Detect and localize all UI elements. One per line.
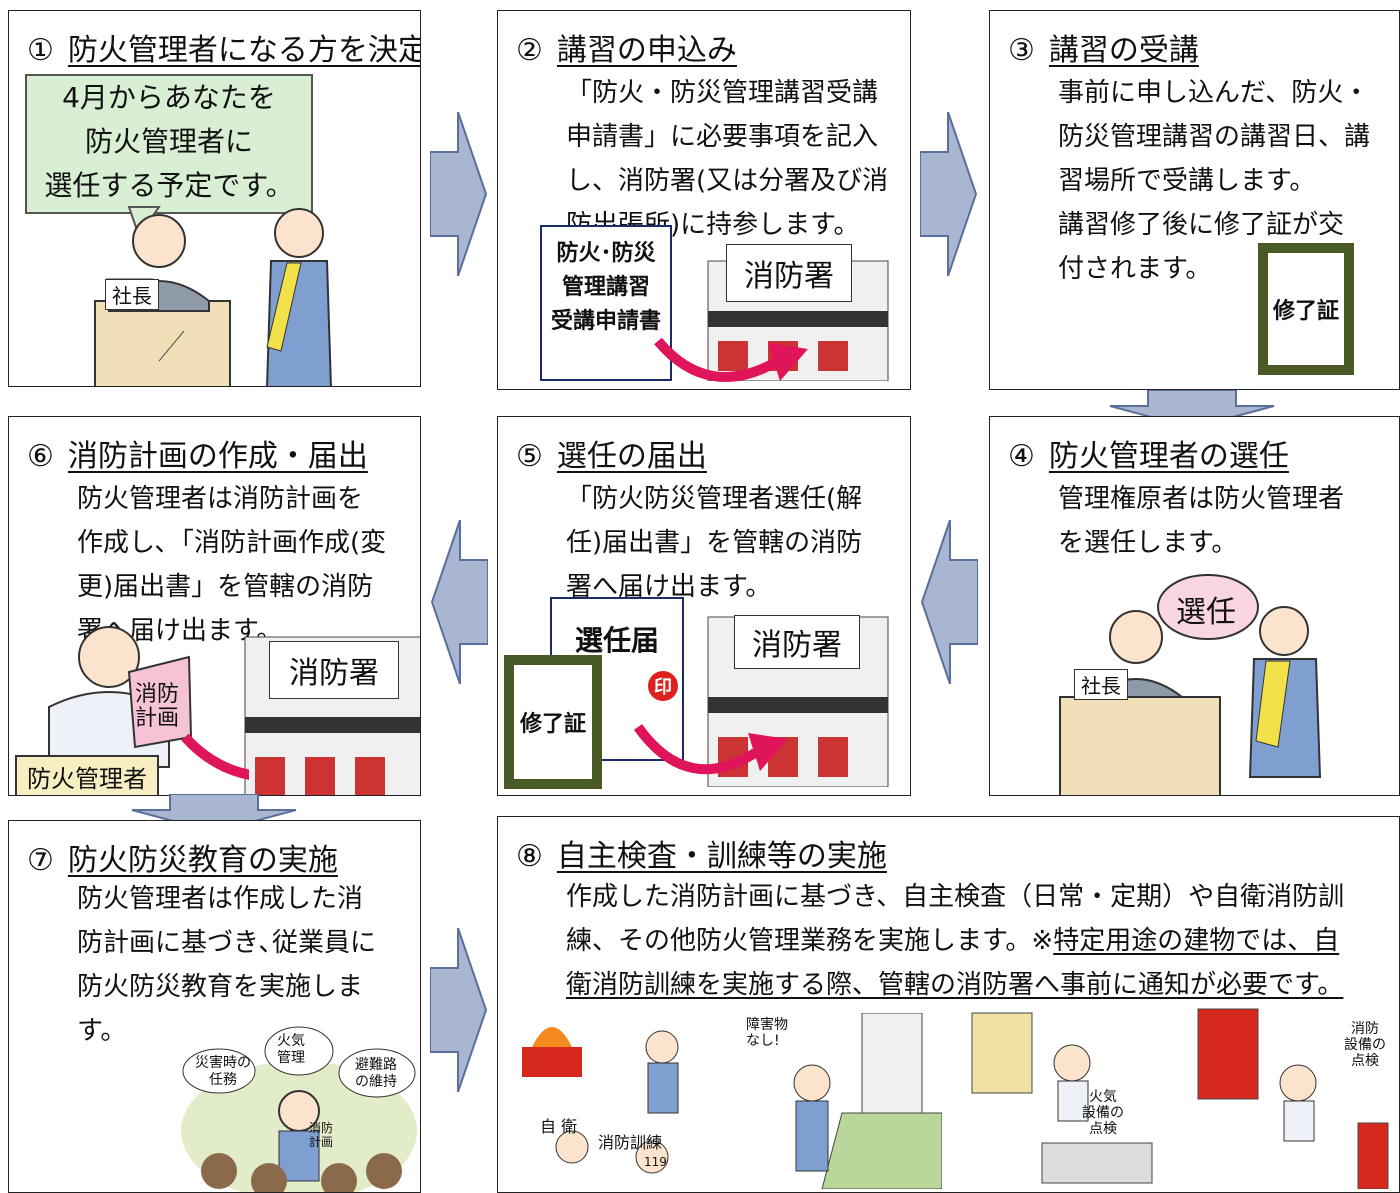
scene-facility-inspection — [1197, 1008, 1389, 1189]
manager-with-plan-illustration — [48, 626, 249, 780]
bubble-fire-management: 火気 管理 — [277, 1033, 305, 1066]
education-session-illustration — [181, 1026, 417, 1192]
scene-equipment-label: 火気 設備の 点検 — [1082, 1089, 1124, 1137]
submit-arrow — [654, 337, 808, 382]
flow-arrow-right-7 — [430, 928, 488, 1092]
step-8-body-line-2: 練、その他防火管理業務を実施します。※特定用途の建物では、自 — [566, 926, 1340, 956]
fire-station-label: 消防署 — [269, 641, 399, 699]
fire-station-label: 消防署 — [726, 244, 852, 302]
completion-certificate: 修了証 — [504, 655, 602, 789]
scene-facility-label: 消防 設備の 点検 — [1344, 1021, 1386, 1069]
manager-at-desk-illustration — [94, 206, 332, 386]
step-7-body: 防火管理者は作成した消 防計画に基づき､従業員に 防火防災教育を実施しま す。 — [77, 884, 377, 1046]
scene-equipment-inspection — [971, 1012, 1153, 1184]
speech-bubble: 4月からあなたを 防火管理者に 選任する予定です。 — [25, 74, 313, 214]
bubble-evacuation-route: 避難路 の維持 — [355, 1057, 397, 1090]
flow-arrow-right-1 — [430, 112, 488, 276]
appointment-illustration — [1059, 574, 1322, 795]
fire-station-label: 消防署 — [734, 615, 860, 669]
scene-obstacle-check — [793, 1013, 942, 1189]
seal-stamp: 印 — [648, 671, 678, 701]
flow-arrow-right-2 — [920, 112, 978, 276]
step-8-body: 作成した消防計画に基づき、自主検査（日常・定期）や自衛消防訓 練、その他防火管理… — [566, 875, 1344, 1007]
fire-manager-badge: 防火管理者 — [15, 755, 159, 795]
step-2-body: 「防火・防災管理講習受講 申請書」に必要事項を記入 し、消防署(又は分署及び消 … — [566, 78, 889, 240]
plan-document-label: 消防 計画 — [135, 682, 180, 731]
step-4-body: 管理権原者は防火管理者 を選任します。 — [1058, 484, 1345, 558]
president-sign: 社長 — [1074, 669, 1128, 700]
step-8-body-line-3: 衛消防訓練を実施する際、管轄の消防署へ事前に通知が必要です。 — [566, 970, 1344, 1000]
president-sign: 社長 — [105, 279, 159, 310]
flow-arrow-left-4 — [920, 520, 978, 684]
application-form: 防火･防災 管理講習 受講申請書 — [540, 225, 672, 381]
speech-appointment: 選任 — [1176, 595, 1236, 630]
bubble-disaster-duties: 災害時の 任務 — [195, 1055, 251, 1088]
completion-certificate: 修了証 — [1258, 243, 1354, 375]
step-3-body: 事前に申し込んだ、防火・ 防災管理講習の講習日、講 習場所で受講します。 講習修… — [1058, 78, 1371, 284]
scene-fire-drill-label-b: 消防訓練 — [598, 1133, 663, 1152]
step-8-body-line-1: 作成した消防計画に基づき、自主検査（日常・定期）や自衛消防訓 — [566, 882, 1345, 912]
scene-obstacle-label: 障害物 なし! — [746, 1017, 788, 1049]
flow-arrow-left-5 — [430, 520, 488, 684]
scene-fire-drill — [522, 1027, 679, 1174]
plan-document-label: 消防 計画 — [309, 1121, 334, 1149]
scene-fire-drill-label-a: 自 衛 — [540, 1117, 578, 1136]
submit-arrow — [633, 724, 788, 775]
scene-fire-drill-label-c: 119 — [644, 1155, 667, 1169]
step-5-body: 「防火防災管理者選任(解 任)届出書」を管轄の消防 署へ届け出ます。 — [566, 484, 863, 602]
